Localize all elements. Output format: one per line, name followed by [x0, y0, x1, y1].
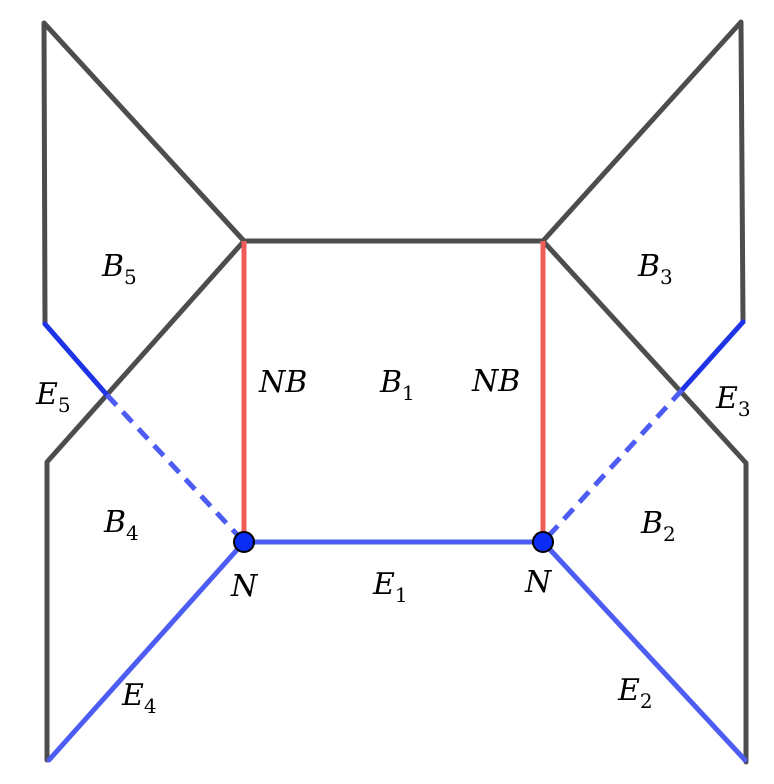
node-n-left[interactable]	[233, 531, 255, 553]
label-nb-right: NB	[471, 364, 520, 399]
edge-e3-dashed	[541, 388, 684, 544]
label-b4: B4	[103, 505, 139, 545]
label-e1: E1	[372, 567, 408, 607]
edge-e5-dashed	[105, 393, 246, 544]
label-e3: E3	[715, 381, 751, 421]
label-n-left: N	[230, 569, 259, 604]
label-b2: B2	[640, 506, 676, 546]
region-b5-boundary	[41, 20, 247, 327]
e-edges	[42, 319, 748, 763]
edge-e5-solid	[42, 321, 110, 398]
region-b4-boundary	[44, 238, 247, 763]
label-b5: B5	[101, 249, 137, 289]
label-e2: E2	[617, 673, 653, 713]
nb-edges	[241, 241, 546, 542]
region-b3-boundary	[540, 19, 746, 325]
label-e4: E4	[121, 678, 157, 718]
edge-e3-solid	[679, 319, 746, 393]
label-b3: B3	[637, 249, 673, 289]
boundary-lines	[41, 19, 749, 765]
edge-e4	[46, 539, 247, 763]
label-e5: E5	[35, 377, 71, 417]
label-nb-left: NB	[258, 365, 307, 400]
label-n-right: N	[524, 565, 553, 600]
region-b2-boundary	[540, 238, 749, 765]
label-b1: B1	[379, 365, 415, 405]
node-n-right[interactable]	[532, 531, 554, 553]
edge-e2	[540, 539, 748, 763]
